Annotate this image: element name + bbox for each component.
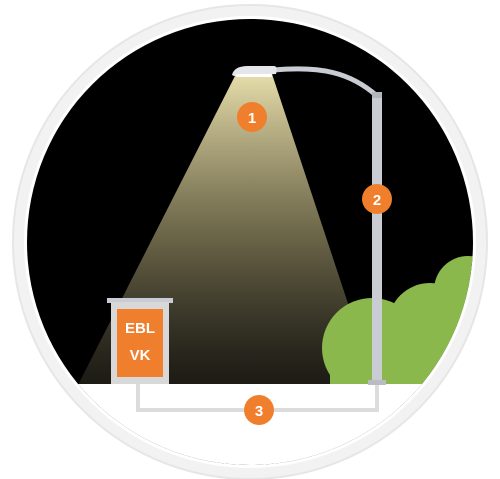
luminaire — [232, 66, 277, 77]
control-cabinet: EBL VK — [107, 298, 173, 384]
badge-1-number: 1 — [248, 110, 256, 127]
badge-3-number: 3 — [255, 403, 263, 420]
badge-pole: 2 — [362, 184, 392, 214]
cabinet-label-line1: EBL — [125, 320, 155, 337]
badge-cable: 3 — [244, 395, 274, 425]
badge-2-number: 2 — [373, 192, 381, 209]
badge-luminaire: 1 — [237, 102, 267, 132]
cabinet-label-line2: VK — [130, 347, 151, 364]
